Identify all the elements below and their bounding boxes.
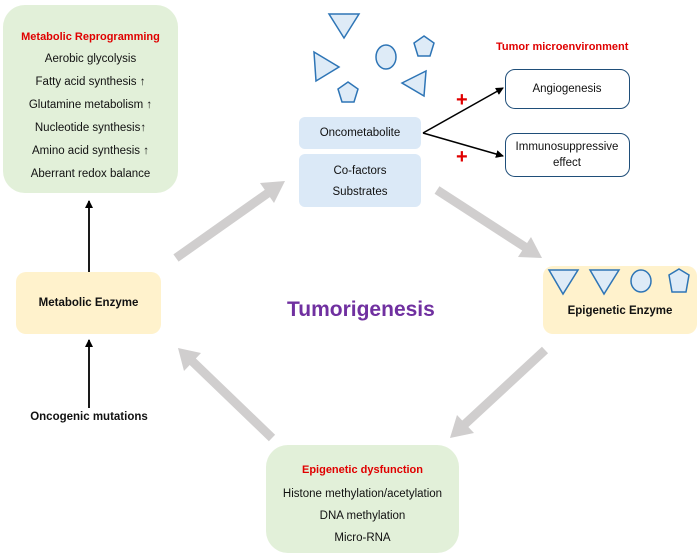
- center-title: Tumorigenesis: [287, 298, 435, 321]
- immunosuppressive-box: Immunosuppressive effect: [505, 133, 630, 177]
- epigenetic-enzyme-label: Epigenetic Enzyme: [567, 305, 673, 317]
- pentagon-icon: [337, 81, 359, 103]
- arrow-to-angiogenesis: [422, 87, 504, 134]
- triangle-icon: [400, 69, 427, 98]
- cofactors-box: Co-factors Substrates: [299, 154, 421, 207]
- cycle-arrow-down-right: [434, 186, 542, 258]
- triangle-icon: [313, 50, 341, 83]
- reprogramming-item: Amino acid synthesis ↑: [32, 145, 149, 157]
- angiogenesis-box: Angiogenesis: [505, 69, 630, 109]
- epigenetic-dysfunction-title: Epigenetic dysfunction: [301, 464, 423, 476]
- pentagon-icon: [413, 35, 435, 57]
- immunosuppressive-label-line2: effect: [553, 157, 581, 169]
- metabolic-enzyme-label: Metabolic Enzyme: [38, 297, 139, 309]
- epigenetic-enzyme-box: Epigenetic Enzyme: [543, 266, 697, 334]
- oncogenic-mutations-label: Oncogenic mutations: [30, 411, 148, 423]
- tumor-microenvironment-title: Tumor microenvironment: [496, 41, 629, 53]
- reprogramming-item: Nucleotide synthesis↑: [34, 122, 147, 134]
- cycle-arrows: [173, 181, 549, 442]
- cycle-arrow-up-left: [178, 348, 276, 442]
- cofactors-label: Co-factors: [333, 165, 387, 177]
- metabolic-reprogramming-box: Metabolic Reprogramming Aerobic glycolys…: [3, 5, 178, 193]
- reprogramming-item: Fatty acid synthesis ↑: [35, 76, 146, 88]
- plus-icon: +: [456, 146, 468, 168]
- epigenetic-item: DNA methylation: [319, 510, 406, 522]
- reprogramming-item: Aberrant redox balance: [30, 168, 151, 180]
- metabolic-reprogramming-title: Metabolic Reprogramming: [21, 31, 160, 43]
- reprogramming-item: Aerobic glycolysis: [44, 53, 137, 65]
- arrow-to-immunosuppressive: [422, 132, 504, 158]
- epigenetic-dysfunction-box: Epigenetic dysfunction Histone methylati…: [266, 445, 459, 553]
- substrates-label: Substrates: [332, 186, 388, 198]
- oncometabolite-box: Oncometabolite: [299, 117, 421, 149]
- oncometabolite-label: Oncometabolite: [319, 127, 401, 139]
- epigenetic-item: Histone methylation/acetylation: [282, 488, 443, 500]
- metabolic-enzyme-box: Metabolic Enzyme: [16, 272, 161, 334]
- metabolite-shapes: [313, 13, 435, 103]
- cycle-arrow-down-left: [450, 346, 549, 438]
- angiogenesis-label: Angiogenesis: [532, 83, 602, 95]
- triangle-icon: [327, 13, 361, 40]
- plus-icon: +: [456, 89, 468, 111]
- epigenetic-item: Micro-RNA: [334, 532, 391, 544]
- immunosuppressive-label-line1: Immunosuppressive: [515, 141, 619, 153]
- circle-icon: [375, 44, 397, 70]
- reprogramming-item: Glutamine metabolism ↑: [28, 99, 153, 111]
- cycle-arrow-up-right: [173, 181, 285, 262]
